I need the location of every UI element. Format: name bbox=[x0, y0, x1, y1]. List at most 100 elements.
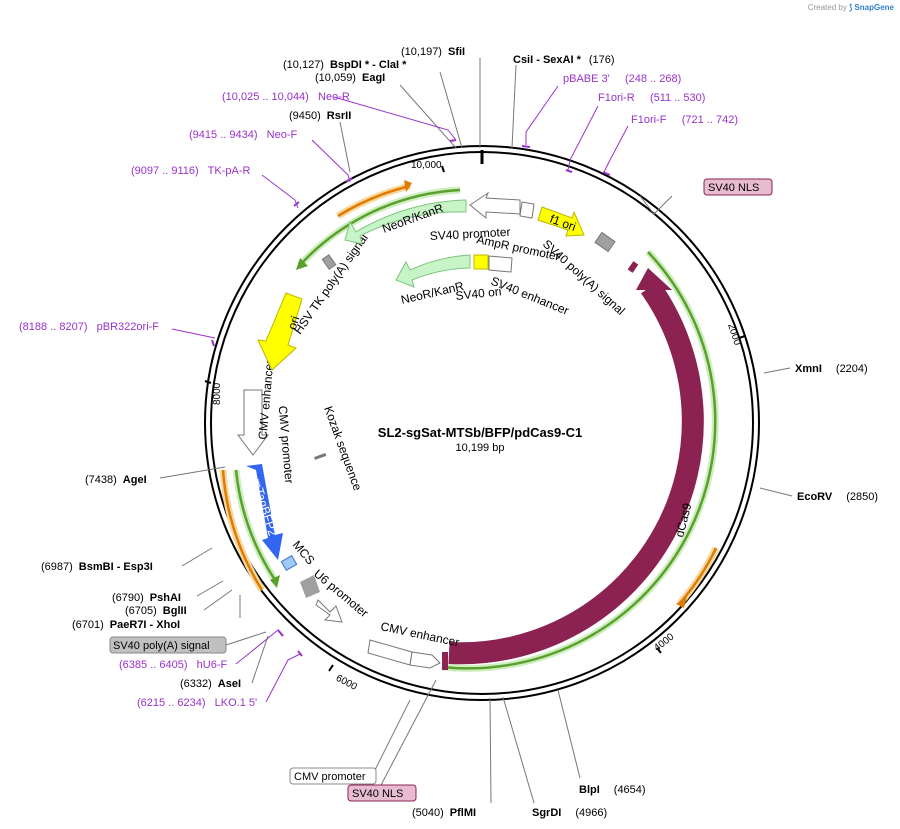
nls-marker-top bbox=[627, 261, 639, 273]
pleader-pbabe bbox=[525, 85, 559, 145]
pmark-hu6f bbox=[277, 629, 284, 637]
pleader-f1orif bbox=[603, 125, 629, 173]
primer-pbr322[interactable]: (8188 .. 8207) pBR322ori-F bbox=[19, 321, 159, 333]
site-pflmi[interactable]: (5040)PflMI bbox=[412, 807, 476, 819]
site-bglii[interactable]: (6705)BglII bbox=[125, 605, 187, 617]
site-sfii[interactable]: (10,197)SfiI bbox=[401, 46, 465, 58]
boxed-sv40pa-left[interactable]: SV40 poly(A) signal bbox=[109, 636, 227, 654]
tick-mark-8000 bbox=[204, 380, 212, 384]
orf-arrow-left-head bbox=[270, 575, 280, 588]
site-csii[interactable]: CsiI - SexAI *(176) bbox=[513, 54, 615, 66]
sv40-promoter-feature[interactable]: SV40 promoter bbox=[429, 191, 521, 243]
pleader-neor bbox=[333, 96, 457, 141]
primer-neof[interactable]: (9415 .. 9434) Neo-F bbox=[189, 129, 298, 141]
neokan-inner-arrow bbox=[395, 254, 471, 288]
site-bspdi[interactable]: (10,127)BspDI * - ClaI * bbox=[283, 59, 407, 71]
primer-f1orir[interactable]: F1ori-R (511 .. 530) bbox=[598, 92, 705, 104]
plasmid-size: 10,199 bp bbox=[456, 442, 505, 454]
orf-orange-right-head bbox=[676, 596, 687, 608]
plasmid-title: SL2-sgSat-MTSb/BFP/pdCas9-C1 bbox=[378, 425, 582, 440]
sv40-ori-label: SV40 ori bbox=[455, 284, 502, 303]
leader-asei bbox=[251, 635, 269, 684]
cmv-enhancer-bottom-shape bbox=[367, 639, 413, 666]
leader-bsmbi bbox=[181, 547, 213, 567]
neokan-outer-arrow bbox=[344, 199, 467, 245]
sv40-polya-inner-box[interactable] bbox=[594, 231, 616, 253]
primer-pbabe[interactable]: pBABE 3' (248 .. 268) bbox=[563, 73, 681, 85]
site-ecorv[interactable]: EcoRV(2850) bbox=[797, 491, 878, 503]
site-agei[interactable]: (7438)AgeI bbox=[85, 474, 147, 486]
site-rsrii[interactable]: (9450)RsrII bbox=[289, 110, 351, 122]
cmv-left-features[interactable]: CMV enhancer CMV promoter bbox=[237, 359, 297, 484]
site-paer7i[interactable]: (6701)PaeR7I - XhoI bbox=[72, 619, 180, 631]
primer-neor[interactable]: (10,025 .. 10,044) Neo-R bbox=[222, 91, 350, 103]
dcas9-feature[interactable]: dCas9 bbox=[446, 262, 722, 670]
site-blpi[interactable]: BlpI(4654) bbox=[579, 784, 646, 796]
pmark-lko bbox=[297, 650, 303, 657]
tick-mark-4000 bbox=[656, 647, 662, 654]
dcas9-arc bbox=[448, 280, 704, 665]
leader-pshai bbox=[196, 580, 224, 597]
mcs-box[interactable] bbox=[280, 554, 298, 572]
site-bsmbi[interactable]: (6987)BsmBI - Esp3I bbox=[41, 561, 153, 573]
mtagbfp2-feature[interactable]: mTagBFP2 bbox=[246, 464, 283, 560]
snapgene-logo-icon: ⟆ bbox=[849, 3, 853, 12]
leader-blpi bbox=[557, 689, 581, 779]
pleader-pbr322 bbox=[171, 328, 216, 339]
orf-arrow-upper-head bbox=[296, 258, 308, 270]
ampr-promoter-box[interactable] bbox=[519, 201, 535, 219]
tick-label-2000: 2000 bbox=[725, 322, 742, 347]
pmark-f1orif bbox=[602, 171, 611, 176]
backbone-outer bbox=[204, 145, 760, 701]
boxed-sv40nls-top[interactable]: SV40 NLS bbox=[703, 178, 773, 196]
sv40-ori-box[interactable] bbox=[473, 254, 489, 270]
u6-promoter-feature[interactable]: U6 promoter bbox=[300, 567, 371, 623]
mtagbfp2-label: mTagBFP2 bbox=[249, 477, 280, 538]
leader-csii bbox=[511, 64, 517, 149]
tick-mark-2000 bbox=[738, 335, 746, 339]
hsvtk-box[interactable] bbox=[321, 254, 337, 270]
ori-arrow bbox=[257, 292, 303, 371]
orf-orange-upper bbox=[337, 184, 411, 218]
boxed-cmvprom-bottom[interactable]: CMV promoter bbox=[289, 767, 377, 785]
pleader-hu6f bbox=[235, 629, 283, 665]
u6-box bbox=[300, 575, 320, 598]
primer-lko[interactable]: (6215 .. 6234) LKO.1 5' bbox=[137, 697, 257, 709]
pleader-lko bbox=[265, 653, 301, 703]
site-pshai[interactable]: (6790)PshAI bbox=[112, 592, 181, 604]
kozak-mark[interactable] bbox=[314, 453, 327, 460]
site-asei[interactable]: (6332)AseI bbox=[180, 678, 241, 690]
tick-mark-10000 bbox=[441, 165, 445, 173]
sv40-enhancer-box[interactable] bbox=[488, 255, 513, 273]
tick-mark-6000 bbox=[328, 664, 334, 672]
hsvtk-label: HSV TK poly(A) signal bbox=[291, 231, 371, 337]
leader-cmvprom-bottom bbox=[374, 699, 411, 771]
sv40nls-bottom-box bbox=[347, 784, 417, 802]
cmvprom-bottom-text: CMV promoter bbox=[294, 771, 366, 783]
sv40nls-bottom-text: SV40 NLS bbox=[352, 788, 403, 800]
pleader-neof bbox=[311, 139, 351, 183]
leader-xmni bbox=[763, 367, 791, 374]
cmv-enhancer-bottom-label: CMV enhancer bbox=[379, 619, 460, 649]
ori-feature[interactable]: ori bbox=[257, 292, 303, 371]
site-xmni[interactable]: XmnI(2204) bbox=[795, 363, 868, 375]
leader-rsrii bbox=[339, 121, 351, 173]
sv40nls-top-text: SV40 NLS bbox=[708, 182, 759, 194]
primer-tkpar[interactable]: (9097 .. 9116) TK-pA-R bbox=[131, 165, 250, 177]
primer-f1orif[interactable]: F1ori-F (721 .. 742) bbox=[631, 114, 738, 126]
primer-hu6f[interactable]: (6385 .. 6405) hU6-F bbox=[119, 659, 228, 671]
tick-label-4000: 4000 bbox=[652, 631, 677, 654]
cmv-promoter-left-label: CMV promoter bbox=[276, 405, 297, 484]
sv40-promoter-label: SV40 promoter bbox=[429, 225, 510, 243]
boxed-sv40nls-bottom[interactable]: SV40 NLS bbox=[347, 784, 417, 802]
f1ori-feature[interactable]: f1 ori bbox=[537, 206, 585, 237]
pmark-neor bbox=[449, 139, 457, 142]
ori-label: ori bbox=[285, 314, 302, 331]
pmark-neof bbox=[345, 177, 353, 183]
leader-eagi bbox=[399, 84, 457, 149]
site-eagi[interactable]: (10,059)EagI bbox=[315, 72, 385, 84]
cmv-enhancer-left-label: CMV enhancer bbox=[256, 359, 277, 440]
sv40pa-left-box bbox=[109, 636, 227, 654]
site-sgrdi[interactable]: SgrDI(4966) bbox=[532, 807, 607, 819]
